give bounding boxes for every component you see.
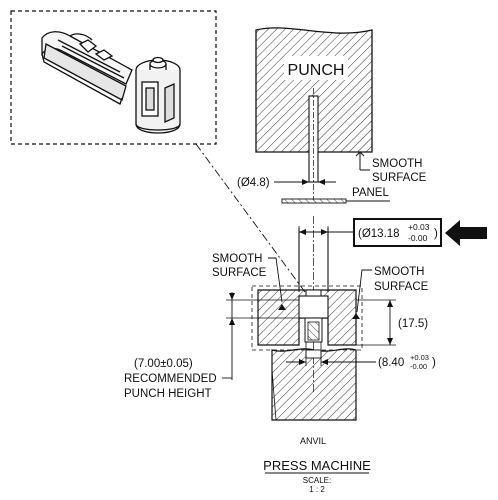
smooth-surface-left-text-2: SURFACE [212,267,267,279]
punch-label-bg [284,56,348,80]
smooth-surface-top-text-2: SURFACE [372,172,427,184]
title-block: PRESS MACHINE SCALE: 1 : 2 [263,458,371,494]
smooth-surface-right-callout: SMOOTH SURFACE [356,266,429,313]
panel-callout: PANEL [281,187,390,204]
recommended-text: RECOMMENDED [124,373,217,385]
dimension-17-5-text: (17.5) [398,318,428,330]
panel-plate [281,198,347,204]
dimension-17-5: (17.5) [330,299,428,346]
anvil-lower [271,348,357,421]
detail-leader-line [195,143,306,293]
dimension-8-40-text: (8.40 [378,357,404,369]
drawing-title: PRESS MACHINE [263,458,371,473]
dimension-7-00-text: (7.00±0.05) [134,358,193,370]
smooth-surface-right-text-1: SMOOTH [374,266,424,278]
dimension-8-40: (8.40 +0.03 -0.00 ) [286,342,436,371]
punch-block: PUNCH [255,27,373,200]
dimension-7-00: (7.00±0.05) RECOMMENDED PUNCH HEIGHT [124,292,299,400]
smooth-surface-right-text-2: SURFACE [374,281,429,293]
anvil-label: ANVIL [300,436,326,446]
punch-height-text: PUNCH HEIGHT [124,388,212,400]
dimension-dia-13-18-tol-minus: -0.00 [408,233,428,243]
dimension-dia-13-18-tol-plus: +0.03 [408,222,430,232]
dimension-dia-13-18: (Ø13.18 +0.03 -0.00 ) [298,218,442,247]
scale-label: SCALE: [303,476,331,485]
dimension-dia-4-8-text: (Ø4.8) [237,177,270,189]
highlight-arrow-icon [445,220,487,246]
smooth-surface-left-callout: SMOOTH SURFACE [212,253,283,303]
dimension-dia-13-18-close: ) [434,228,438,240]
detail-inset [10,10,217,145]
dimension-8-40-close: ) [432,357,436,369]
dimension-dia-4-8: (Ø4.8) [237,177,336,189]
smooth-surface-top-text-1: SMOOTH [372,158,422,170]
dimension-8-40-tol-plus: +0.03 [410,353,429,362]
fastener-isometric-icon [41,31,181,134]
smooth-surface-top-callout: SMOOTH SURFACE [355,151,427,184]
dimension-dia-13-18-text: (Ø13.18 [358,228,400,240]
dimension-dia-13-18-box [353,218,442,247]
punch-label: PUNCH [288,62,345,79]
dimension-8-40-tol-minus: -0.00 [410,362,427,371]
scale-value: 1 : 2 [309,485,325,494]
anvil-block [251,285,363,421]
panel-label: PANEL [352,187,389,199]
smooth-surface-left-text-1: SMOOTH [212,253,262,265]
